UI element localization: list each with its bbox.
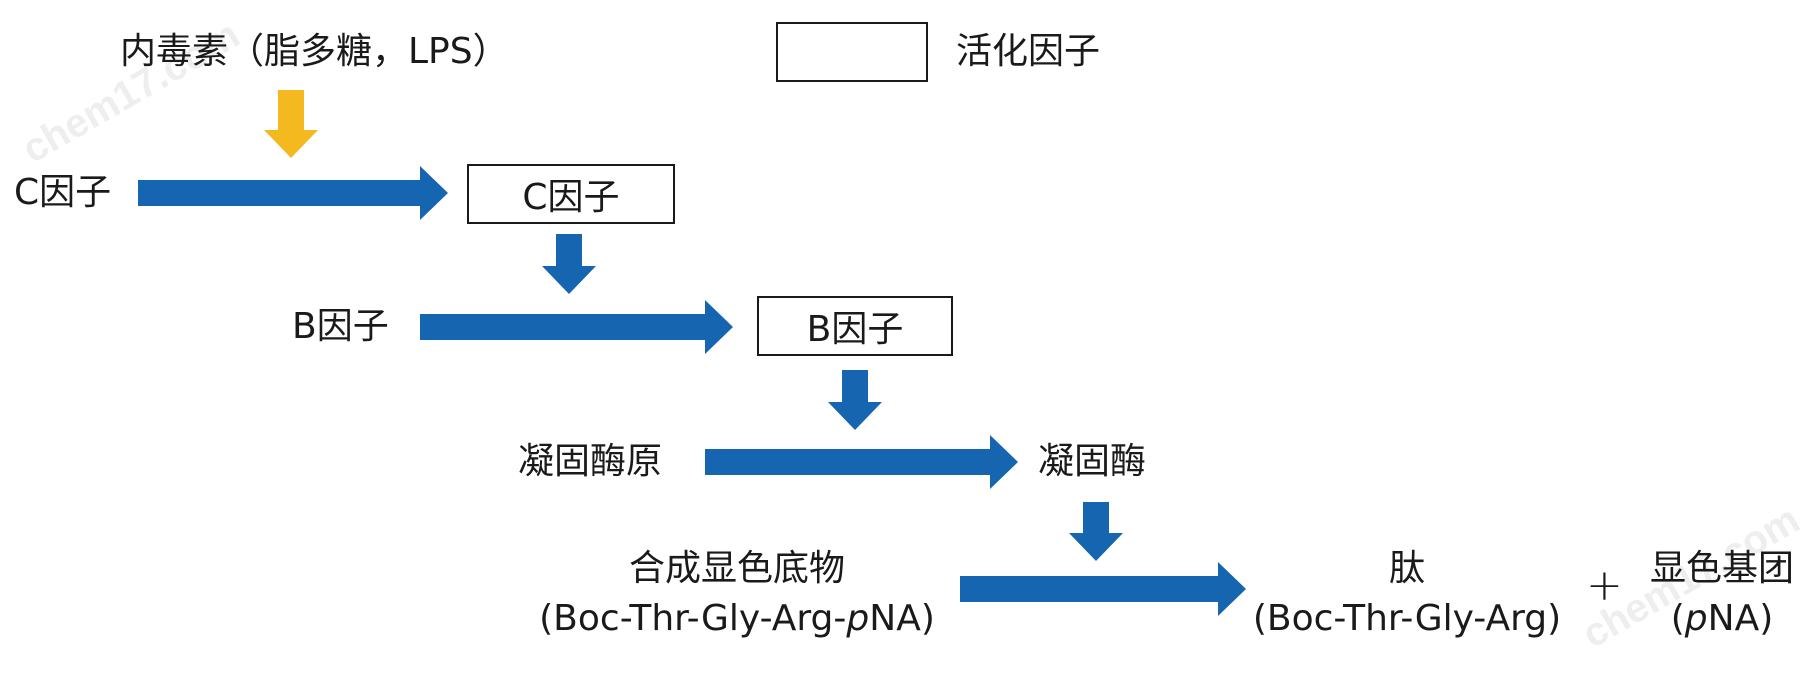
chromophore-name-label: 显色基团 bbox=[1649, 548, 1795, 589]
factor-c-active-box: C因子 bbox=[467, 164, 675, 224]
endotoxin-label: 内毒素（脂多糖，LPS） bbox=[120, 31, 509, 72]
peptide-formula-label: (Boc-Thr-Gly-Arg) bbox=[1252, 598, 1562, 639]
flow-arrow-factor-b bbox=[420, 300, 733, 354]
substrate-formula-label: (Boc-Thr-Gly-Arg-pNA) bbox=[539, 598, 935, 639]
flow-arrow-factor-c bbox=[138, 166, 448, 220]
factor-b-label: B因子 bbox=[292, 306, 389, 347]
legend-label: 活化因子 bbox=[956, 31, 1101, 72]
peptide-name-label: 肽 bbox=[1388, 548, 1426, 589]
factor-b-active-box: B因子 bbox=[757, 296, 953, 356]
chromophore-formula-label: (pNA) bbox=[1670, 598, 1774, 639]
down-arrow-b-to-clotting bbox=[828, 370, 882, 430]
legend-box bbox=[776, 22, 928, 82]
down-arrow-c-to-b bbox=[542, 234, 596, 294]
factor-c-active-label: C因子 bbox=[522, 177, 620, 218]
plus-sign: + bbox=[1586, 560, 1623, 611]
clotting-enzyme-label: 凝固酶 bbox=[1038, 441, 1147, 482]
flow-arrow-proclotting bbox=[705, 435, 1018, 489]
trigger-arrow-lps bbox=[264, 90, 318, 158]
flow-arrow-substrate bbox=[960, 562, 1246, 616]
factor-b-active-label: B因子 bbox=[806, 309, 904, 350]
proclotting-enzyme-label: 凝固酶原 bbox=[518, 441, 663, 482]
down-arrow-clotting-to-substrate bbox=[1069, 502, 1123, 561]
factor-c-label: C因子 bbox=[14, 172, 112, 213]
substrate-name-label: 合成显色底物 bbox=[628, 548, 846, 589]
